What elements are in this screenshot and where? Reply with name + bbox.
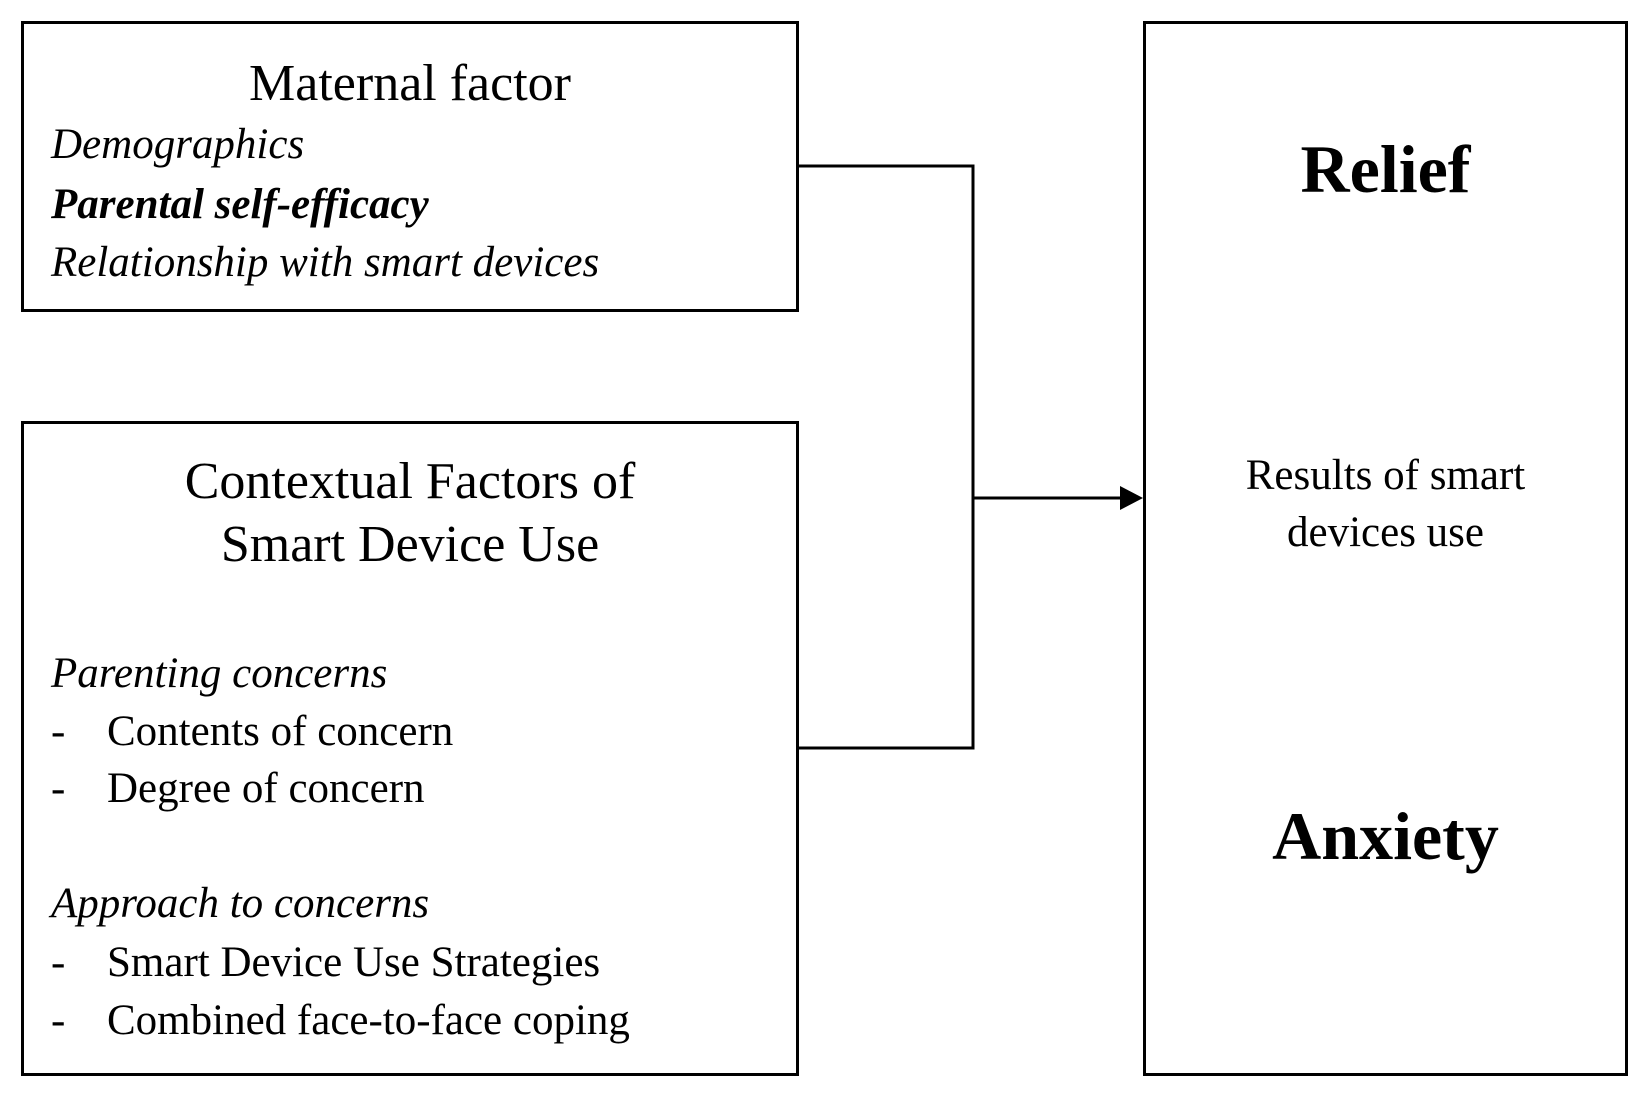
bullet-dash: - xyxy=(51,939,66,986)
contextual-title-line2: Smart Device Use xyxy=(220,516,600,573)
maternal-item-relationship: Relationship with smart devices xyxy=(51,239,600,286)
bracket-connector xyxy=(799,164,975,750)
maternal-item-parental-self-efficacy: Parental self-efficacy xyxy=(51,181,429,228)
outcome-anxiety: Anxiety xyxy=(1272,798,1499,874)
list-item-smart-device-strategies: Smart Device Use Strategies xyxy=(107,939,601,986)
group-heading-parenting-concerns: Parenting concerns xyxy=(51,650,388,697)
outcome-relief: Relief xyxy=(1300,131,1471,207)
group-heading-approach-to-concerns: Approach to concerns xyxy=(51,880,430,927)
list-item-contents-of-concern: Contents of concern xyxy=(107,708,454,755)
results-label-line2: devices use xyxy=(1286,508,1484,556)
list-item-degree-of-concern: Degree of concern xyxy=(107,765,425,812)
results-box xyxy=(1143,21,1628,1076)
bullet-dash: - xyxy=(51,708,66,755)
bullet-dash: - xyxy=(51,997,66,1044)
maternal-item-demographics: Demographics xyxy=(51,121,305,168)
contextual-factors-box xyxy=(21,421,799,1076)
maternal-factor-title: Maternal factor xyxy=(249,55,571,112)
maternal-factor-box xyxy=(21,21,799,312)
list-item-face-to-face-coping: Combined face-to-face coping xyxy=(107,997,630,1044)
contextual-title-line1: Contextual Factors of xyxy=(184,453,636,510)
bullet-dash: - xyxy=(51,765,66,812)
main-arrow-head xyxy=(1120,486,1143,510)
results-label-line1: Results of smart xyxy=(1245,452,1526,499)
results-label: Results of smart devices use xyxy=(1143,448,1628,562)
